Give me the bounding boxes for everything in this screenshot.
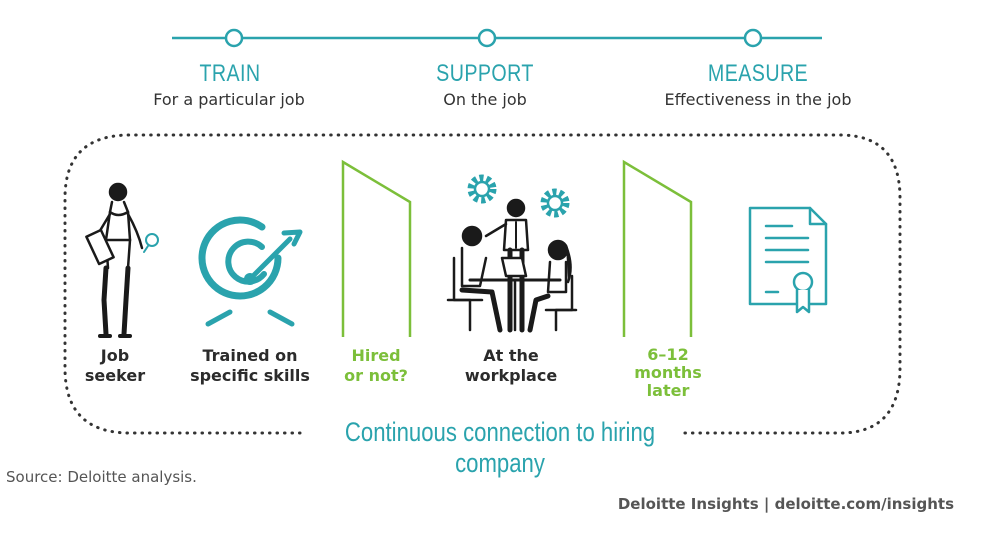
credit-line: Deloitte Insights | deloitte.com/insight… (617, 495, 954, 513)
stage-subtitle-measure: Effectiveness in the job (664, 90, 852, 109)
hired-bracket (341, 159, 412, 337)
timeline-node-train (224, 28, 244, 48)
team-meeting-icon (446, 198, 578, 333)
later-bracket (622, 159, 693, 337)
source-note: Source: Deloitte analysis. (6, 468, 197, 486)
timeline (172, 28, 822, 48)
continuous-connection-caption: Continuous connection to hiring company (336, 417, 664, 479)
stage-title-train: TRAIN (199, 60, 261, 87)
step-label-job-seeker: Job seeker (84, 346, 146, 385)
process-diagram (63, 133, 902, 435)
timeline-node-support (477, 28, 497, 48)
step-label-trained: Trained on specific skills (190, 346, 310, 385)
gear-icon (467, 174, 497, 204)
step-label-later: 6–12 months later (634, 345, 702, 400)
job-seeker-figure-icon (85, 182, 159, 338)
dotted-enclosure (63, 133, 902, 435)
stage-subtitle-support: On the job (443, 90, 527, 109)
target-arrow-icon (198, 216, 303, 327)
stage-title-measure: MEASURE (707, 60, 809, 87)
timeline-node-measure (743, 28, 763, 48)
step-label-hired: Hired or not? (344, 346, 408, 385)
gear-icon (540, 188, 570, 218)
step-label-workplace: At the workplace (464, 346, 558, 385)
stage-subtitle-train: For a particular job (153, 90, 305, 109)
certificate-icon (748, 206, 828, 314)
stage-title-support: SUPPORT (436, 60, 534, 87)
